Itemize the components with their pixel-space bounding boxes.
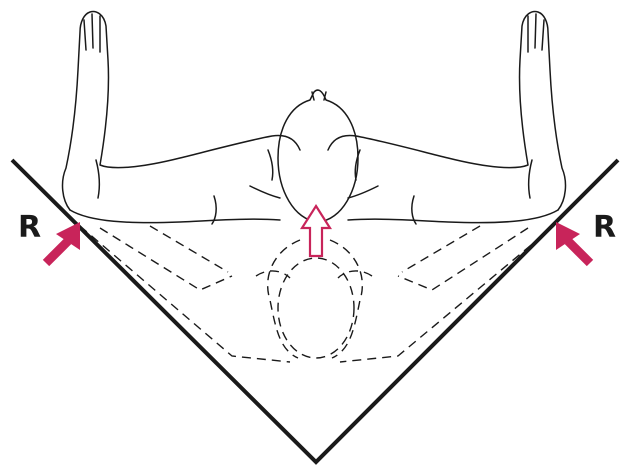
left-r-label: R xyxy=(18,213,41,243)
push-arrow-icon xyxy=(302,206,330,256)
left-force-arrow-icon xyxy=(46,222,80,263)
right-r-label: R xyxy=(593,213,616,243)
right-force-arrow-icon xyxy=(556,222,590,263)
person-outline xyxy=(63,12,566,224)
wall-corner xyxy=(12,160,618,462)
